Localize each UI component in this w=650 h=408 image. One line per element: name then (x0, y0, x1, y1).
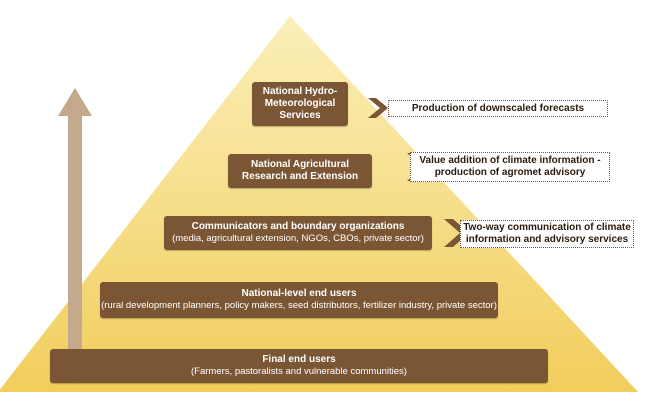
callout-text: Production of downscaled forecasts (411, 102, 585, 114)
tier-subtitle: (Farmers, pastoralists and vulnerable co… (191, 366, 407, 377)
double-headed-arrow-icon (58, 88, 92, 384)
callout-text: Value addition of climate information - … (419, 155, 601, 178)
tier-title: National Agricultural Research and Exten… (241, 159, 359, 182)
tier-box-communicators: Communicators and boundary organizations… (164, 216, 432, 250)
tier-title: National-level end users (241, 288, 357, 299)
callout-two-way-communication: Two-way communication of climate informa… (460, 220, 634, 248)
tier-title: Communicators and boundary organizations (191, 221, 405, 232)
callout-text: Two-way communication of climate informa… (463, 222, 631, 245)
tier-box-national-end-users: National-level end users (rural developm… (100, 282, 498, 318)
tier-subtitle: (rural development planners, policy make… (101, 300, 497, 311)
tier-title: Final end users (262, 354, 336, 365)
tier-title: National Hydro-Meteorological Services (262, 86, 338, 121)
pyramid-shape (0, 16, 638, 392)
chevron-left-icon (368, 98, 388, 118)
callout-value-addition: Value addition of climate information - … (410, 152, 610, 182)
tier-subtitle: (media, agricultural extension, NGOs, CB… (172, 233, 424, 244)
tier-box-hydro-met-services: National Hydro-Meteorological Services (252, 82, 348, 126)
tier-box-final-end-users: Final end users (Farmers, pastoralists a… (50, 349, 548, 383)
callout-downscaled-forecasts: Production of downscaled forecasts (388, 100, 608, 117)
tier-box-agri-research: National Agricultural Research and Exten… (228, 154, 372, 188)
